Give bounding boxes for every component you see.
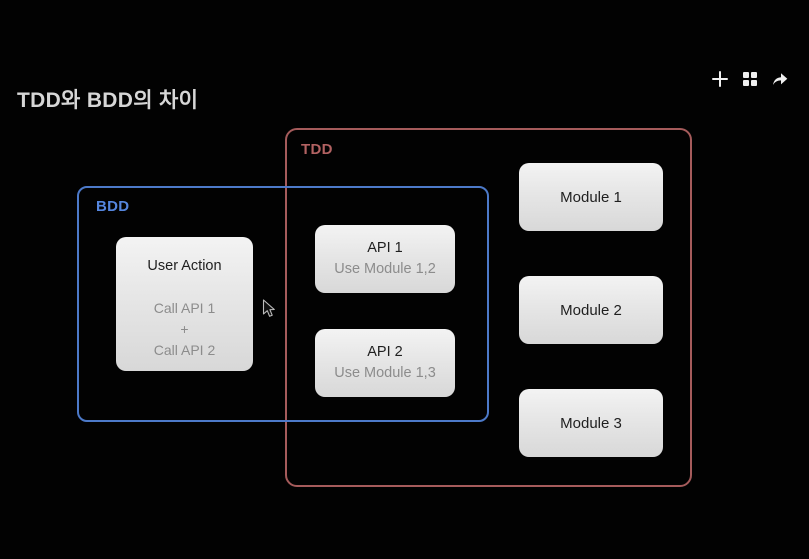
bdd-group-label: BDD: [96, 198, 130, 215]
plus-text: +: [180, 321, 189, 337]
user-action-calls: Call API 1 + Call API 2: [154, 298, 215, 361]
tdd-group-label: TDD: [301, 141, 333, 158]
module-1-label: Module 1: [560, 188, 622, 206]
toolbar: [711, 70, 789, 88]
api-2-subtitle: Use Module 1,3: [334, 365, 436, 381]
module-2-label: Module 2: [560, 301, 622, 319]
bdd-group-box: BDD: [77, 186, 489, 422]
tdd-group-box: TDD: [285, 128, 692, 487]
module-1-node: Module 1: [519, 163, 663, 231]
module-2-node: Module 2: [519, 276, 663, 344]
api-2-node: API 2 Use Module 1,3: [315, 329, 455, 397]
api-1-title: API 1: [367, 240, 403, 256]
page-title: TDD와 BDD의 차이: [17, 89, 199, 112]
module-3-node: Module 3: [519, 389, 663, 457]
mouse-cursor-icon: [262, 299, 275, 317]
user-action-title: User Action: [147, 258, 222, 274]
grid-icon[interactable]: [741, 70, 759, 88]
api-1-node: API 1 Use Module 1,2: [315, 225, 455, 293]
call-api-1-text: Call API 1: [153, 300, 216, 316]
module-3-label: Module 3: [560, 414, 622, 432]
api-1-subtitle: Use Module 1,2: [334, 261, 436, 277]
user-action-node: User Action Call API 1 + Call API 2: [116, 237, 253, 371]
api-2-title: API 2: [367, 344, 403, 360]
call-api-2-text: Call API 2: [153, 342, 216, 358]
plus-icon[interactable]: [711, 70, 729, 88]
share-icon[interactable]: [771, 70, 789, 88]
